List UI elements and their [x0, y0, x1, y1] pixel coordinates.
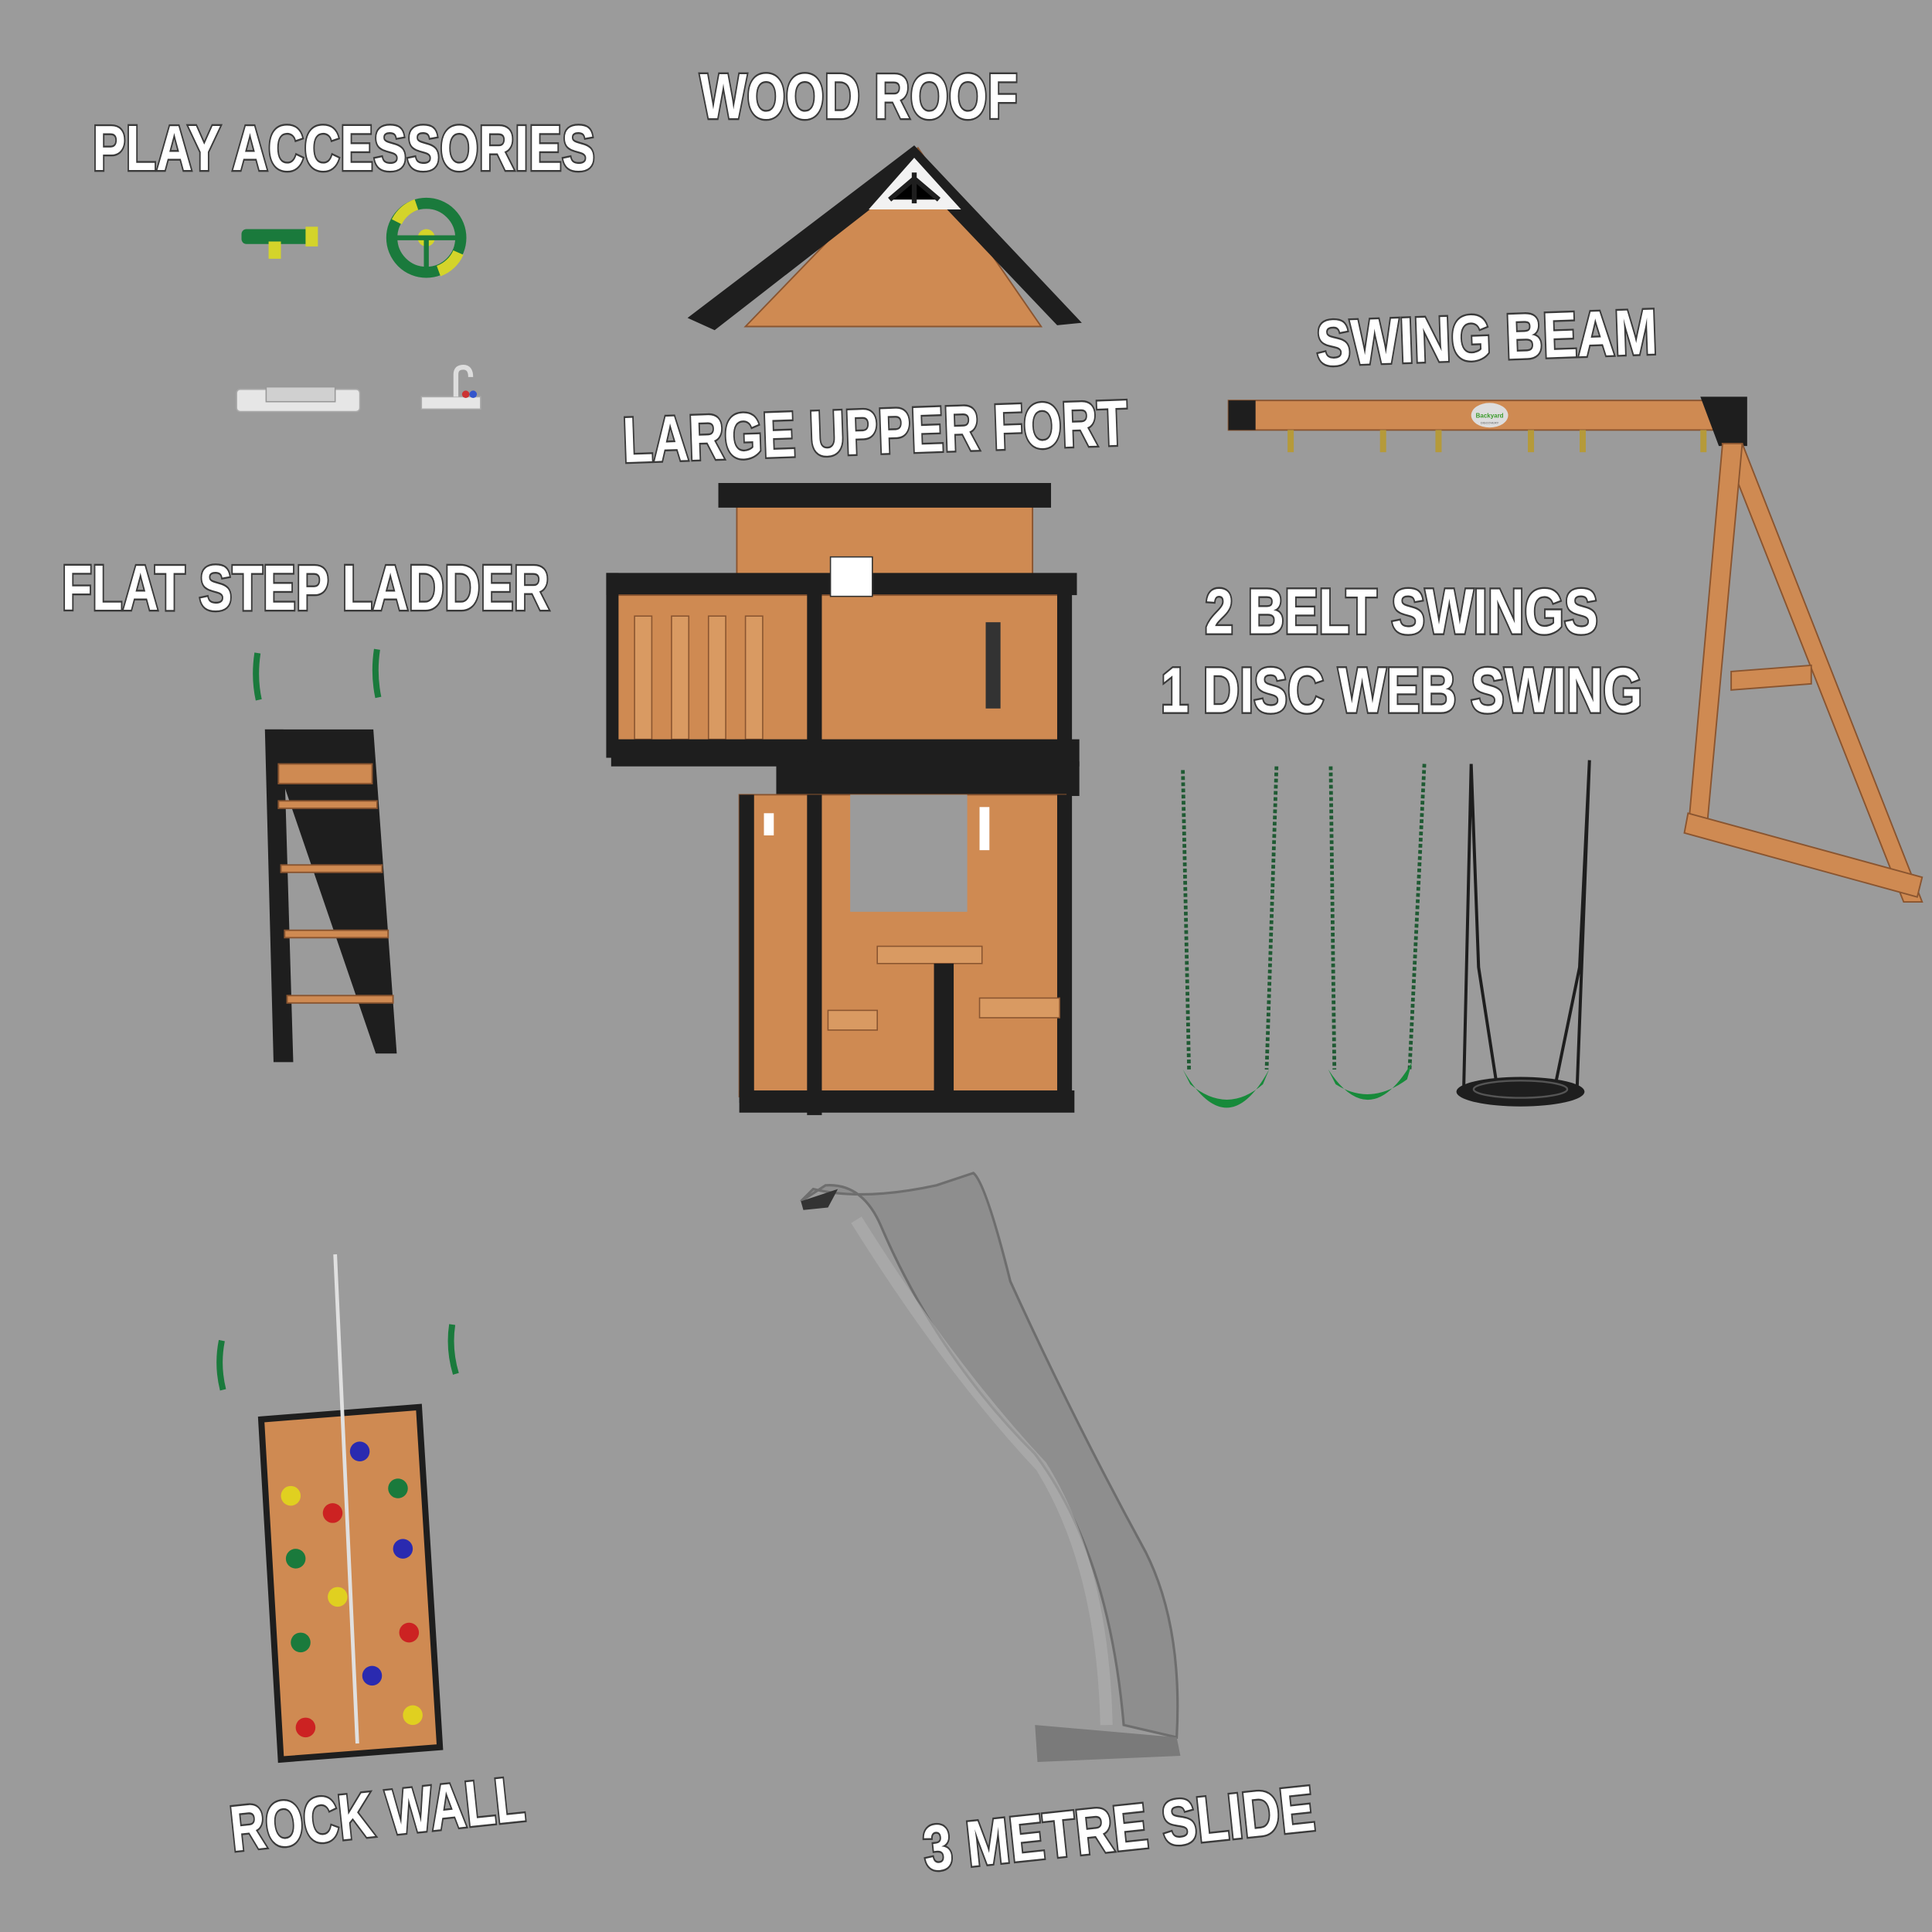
label-belt-swings: 2 BELT SWINGS: [1205, 576, 1598, 648]
label-play-accessories: PLAY ACCESSORIES: [93, 112, 596, 184]
belt-swing-1: [1181, 766, 1279, 1108]
brand-logo: [1471, 403, 1509, 428]
rope: [333, 1253, 359, 1744]
disc-web-swing: [1456, 760, 1591, 1107]
rock-wall: [216, 1253, 459, 1764]
label-wood-roof: WOOD ROOF: [700, 60, 1018, 132]
telescope-icon: [241, 226, 318, 259]
faucet-icon: [420, 364, 481, 410]
steering-wheel-icon: [386, 197, 467, 278]
handle-icon: [216, 1324, 459, 1391]
large-upper-fort: [606, 483, 1080, 1115]
climbing-holds: [281, 1441, 423, 1738]
swing-beam: Backyard DISCOVERY: [1227, 396, 1923, 903]
phone-panel-icon: [236, 386, 361, 413]
flat-step-ladder: [253, 648, 397, 1063]
label-flat-step-ladder: FLAT STEP LADDER: [62, 552, 549, 624]
wood-roof: [687, 145, 1082, 331]
slide: [800, 1172, 1181, 1762]
label-disc-swing: 1 DISC WEB SWING: [1161, 655, 1642, 726]
handle-icon: [253, 648, 382, 701]
label-swing-beam: SWING BEAM: [1315, 296, 1659, 379]
brand-logo-subtext: DISCOVERY: [1481, 420, 1499, 424]
belt-swing-2: [1328, 764, 1427, 1100]
brand-logo-text: Backyard: [1476, 412, 1504, 419]
